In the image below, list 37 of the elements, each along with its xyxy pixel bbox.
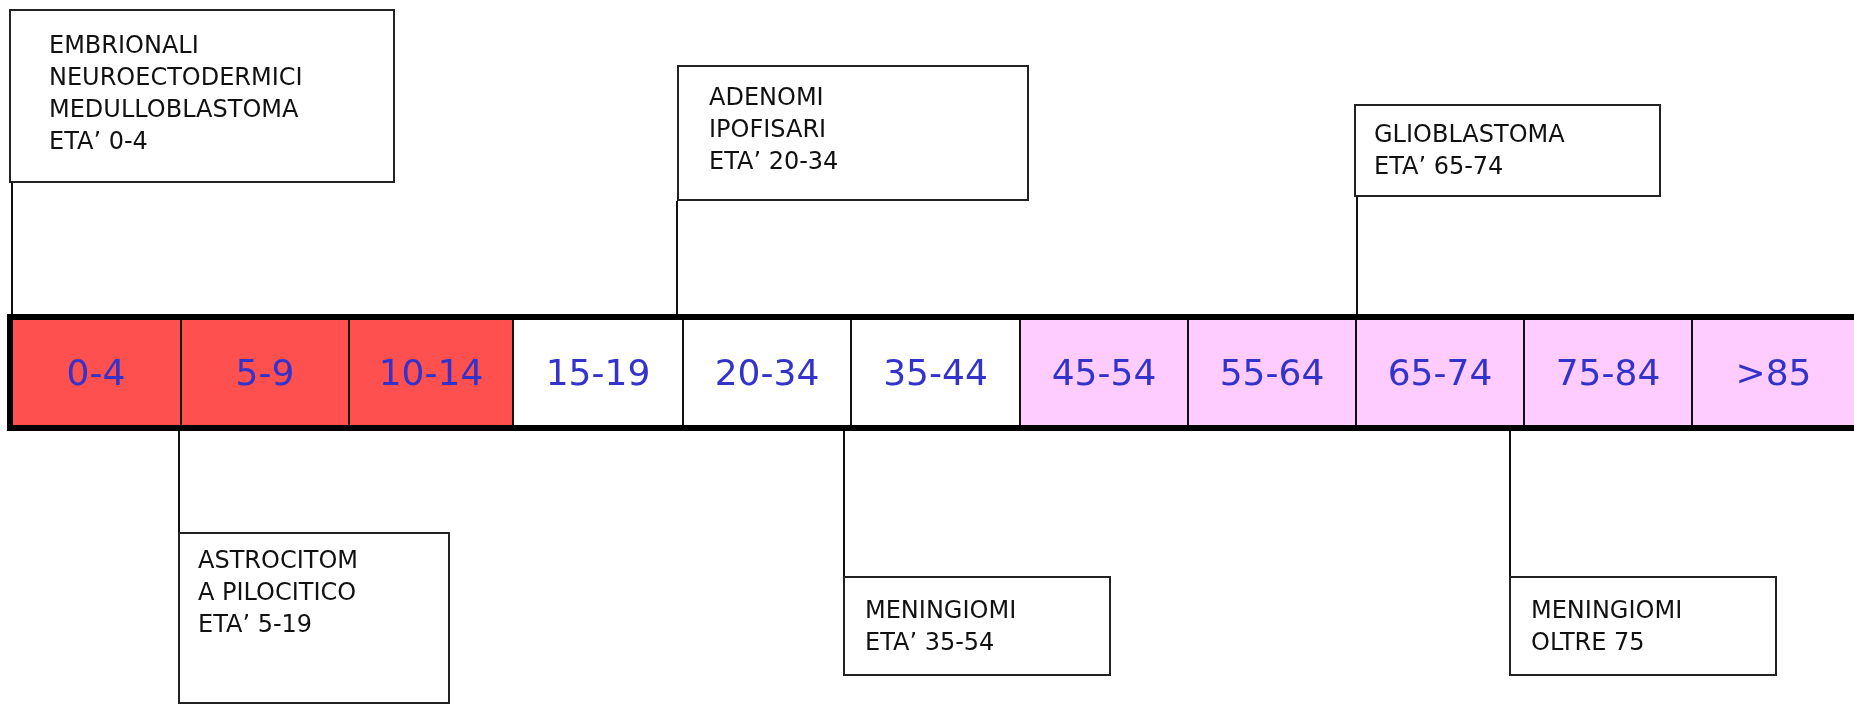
age-range-label: 20-34	[714, 352, 820, 393]
age-range-label: 45-54	[1051, 352, 1157, 393]
age-range-cell	[12, 319, 180, 426]
callout-text: EMBRIONALI NEUROECTODERMICI MEDULLOBLASTOMA ETA’ 0-4	[49, 30, 304, 157]
age-range-label: 65-74	[1387, 352, 1493, 393]
callout-box	[1509, 576, 1777, 676]
age-range-label: 75-84	[1555, 352, 1661, 393]
age-range-label: 0-4	[66, 352, 126, 393]
age-range-cell	[1019, 319, 1187, 426]
age-range-cell	[1523, 319, 1691, 426]
age-range-label: 15-19	[545, 352, 651, 393]
callout-box	[1354, 104, 1661, 197]
callout-box	[178, 532, 450, 704]
age-range-cell	[348, 319, 512, 426]
age-range-label: 55-64	[1219, 352, 1325, 393]
leader-line	[1356, 196, 1358, 317]
callout-text: MENINGIOMI ETA’ 35-54	[865, 595, 1018, 658]
age-range-cell	[180, 319, 348, 426]
age-range-label: >85	[1735, 352, 1812, 393]
leader-line	[676, 200, 678, 317]
leader-line	[843, 428, 845, 577]
callout-box	[843, 576, 1111, 676]
age-range-label: 10-14	[378, 352, 484, 393]
age-range-cell	[1691, 319, 1854, 426]
leader-line	[11, 182, 13, 317]
age-range-label: 5-9	[235, 352, 295, 393]
callout-text: GLIOBLASTOMA ETA’ 65-74	[1374, 119, 1566, 182]
age-range-cell	[1355, 319, 1523, 426]
callout-text: MENINGIOMI OLTRE 75	[1531, 595, 1684, 658]
age-range-cell	[1187, 319, 1355, 426]
callout-text: ASTROCITOMA PILOCITICO ETA’ 5-19	[198, 545, 359, 640]
age-range-label: 35-44	[883, 352, 988, 393]
leader-line	[1509, 428, 1511, 577]
leader-line	[178, 428, 180, 533]
callout-box	[677, 65, 1029, 201]
callout-text: ADENOMI IPOFISARI ETA’ 20-34	[709, 82, 840, 177]
callout-box	[9, 9, 395, 183]
